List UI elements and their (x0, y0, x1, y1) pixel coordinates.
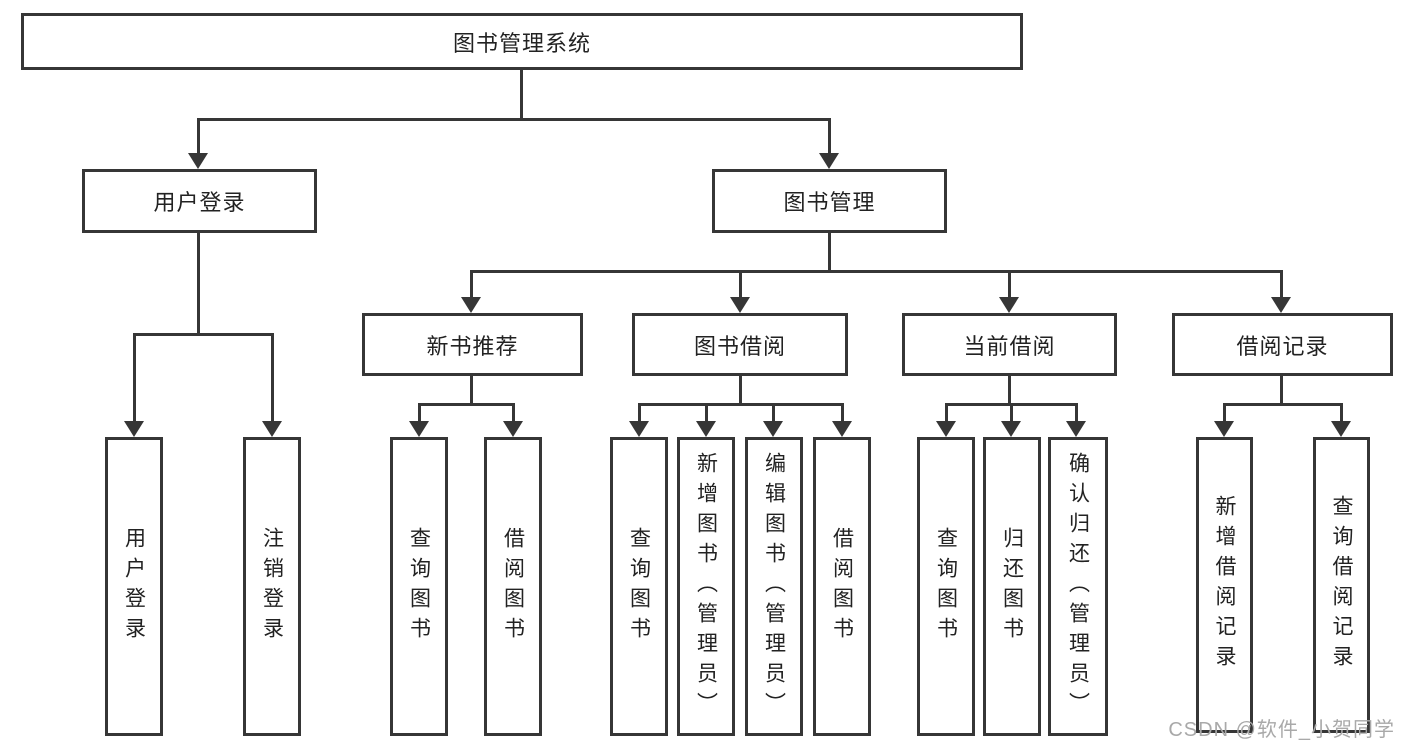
leaf-label: 查询图书 (407, 526, 431, 647)
arrow-down-icon (1331, 421, 1351, 437)
leaf-query-books-current: 查询图书 (917, 437, 975, 736)
leaf-label: 查询图书 (627, 526, 651, 647)
node-root-label: 图书管理系统 (452, 30, 591, 56)
node-current-borrow: 当前借阅 (902, 313, 1117, 376)
connector-arrow-shaft (1340, 403, 1343, 423)
connector-arrow-shaft (1075, 403, 1078, 423)
node-book-borrow: 图书借阅 (632, 313, 848, 376)
connector-group-stem (739, 376, 742, 405)
connector-group-stem (470, 376, 473, 405)
connector-arrow-shaft (638, 403, 641, 423)
arrow-down-icon (124, 421, 144, 437)
leaf-borrow-books-recommend: 借阅图书 (484, 437, 542, 736)
connector-arrow-shaft (1223, 403, 1226, 423)
node-label: 当前借阅 (963, 333, 1056, 359)
arrow-down-icon (629, 421, 649, 437)
leaf-add-borrow-record: 新增借阅记录 (1196, 437, 1253, 733)
connector-arrow-shaft (197, 118, 200, 158)
arrow-down-icon (730, 297, 750, 313)
leaf-label: 用户登录 (122, 526, 146, 647)
leaf-edit-books-admin: 编辑图书（管理员） (745, 437, 803, 736)
node-borrow-records: 借阅记录 (1172, 313, 1393, 376)
connector-arrow-shaft (772, 403, 775, 423)
arrow-down-icon (262, 421, 282, 437)
arrow-down-icon (819, 153, 839, 169)
arrow-down-icon (1001, 421, 1021, 437)
arrow-down-icon (1271, 297, 1291, 313)
node-label: 用户登录 (153, 190, 246, 215)
connector-root-stem (520, 70, 523, 118)
leaf-label: 确认归还（管理员） (1066, 451, 1090, 722)
connector-group-stem (1008, 376, 1011, 405)
leaf-user-login: 用户登录 (105, 437, 163, 736)
leaf-label: 注销登录 (260, 526, 284, 647)
connector-arrow-shaft (1280, 270, 1283, 299)
arrow-down-icon (696, 421, 716, 437)
leaf-label: 借阅图书 (830, 526, 854, 647)
arrow-down-icon (936, 421, 956, 437)
connector-group-bar (1223, 403, 1343, 406)
connector-group-bar (418, 403, 515, 406)
node-label: 借阅记录 (1236, 333, 1329, 359)
arrow-down-icon (1214, 421, 1234, 437)
leaf-confirm-return-admin: 确认归还（管理员） (1048, 437, 1108, 736)
connector-group-bar (638, 403, 844, 406)
connector-userlogin-bar (133, 333, 274, 336)
leaf-logout: 注销登录 (243, 437, 301, 736)
leaf-label: 新增借阅记录 (1213, 495, 1237, 675)
node-root-system: 图书管理系统 (21, 13, 1023, 70)
arrow-down-icon (832, 421, 852, 437)
leaf-query-books-recommend: 查询图书 (390, 437, 448, 736)
arrow-down-icon (409, 421, 429, 437)
node-user-login: 用户登录 (82, 169, 317, 233)
leaf-label: 查询借阅记录 (1330, 495, 1354, 675)
connector-group-stem (1280, 376, 1283, 405)
arrow-down-icon (763, 421, 783, 437)
leaf-return-books: 归还图书 (983, 437, 1041, 736)
connector-arrow-shaft (512, 403, 515, 423)
connector-level3-bar (470, 270, 1283, 273)
connector-arrow-shaft (828, 118, 831, 158)
connector-userlogin-stem (197, 233, 200, 335)
node-label: 图书管理 (783, 190, 876, 215)
connector-arrow-shaft (841, 403, 844, 423)
csdn-watermark: CSDN @软件_小贺同学 (1168, 719, 1395, 741)
leaf-label: 新增图书（管理员） (694, 451, 718, 722)
leaf-label: 查询图书 (934, 526, 958, 647)
connector-arrow-shaft (705, 403, 708, 423)
arrow-down-icon (461, 297, 481, 313)
connector-level2-bar (197, 118, 831, 121)
connector-arrow-shaft (271, 333, 274, 422)
connector-arrow-shaft (133, 333, 136, 422)
node-label: 新书推荐 (426, 333, 519, 359)
leaf-label: 借阅图书 (501, 526, 525, 647)
leaf-query-borrow-record: 查询借阅记录 (1313, 437, 1370, 733)
arrow-down-icon (503, 421, 523, 437)
leaf-label: 归还图书 (1000, 526, 1024, 647)
leaf-add-books-admin: 新增图书（管理员） (677, 437, 735, 736)
connector-arrow-shaft (470, 270, 473, 299)
connector-arrow-shaft (1008, 270, 1011, 299)
connector-arrow-shaft (1010, 403, 1013, 423)
connector-bookmgmt-stem (828, 233, 831, 272)
arrow-down-icon (1066, 421, 1086, 437)
leaf-label: 编辑图书（管理员） (762, 451, 786, 722)
arrow-down-icon (188, 153, 208, 169)
node-new-book-recommend: 新书推荐 (362, 313, 583, 376)
arrow-down-icon (999, 297, 1019, 313)
connector-arrow-shaft (739, 270, 742, 299)
connector-arrow-shaft (418, 403, 421, 423)
leaf-query-books-borrow: 查询图书 (610, 437, 668, 736)
leaf-borrow-books: 借阅图书 (813, 437, 871, 736)
node-label: 图书借阅 (693, 333, 786, 359)
connector-arrow-shaft (945, 403, 948, 423)
node-book-management: 图书管理 (712, 169, 947, 233)
